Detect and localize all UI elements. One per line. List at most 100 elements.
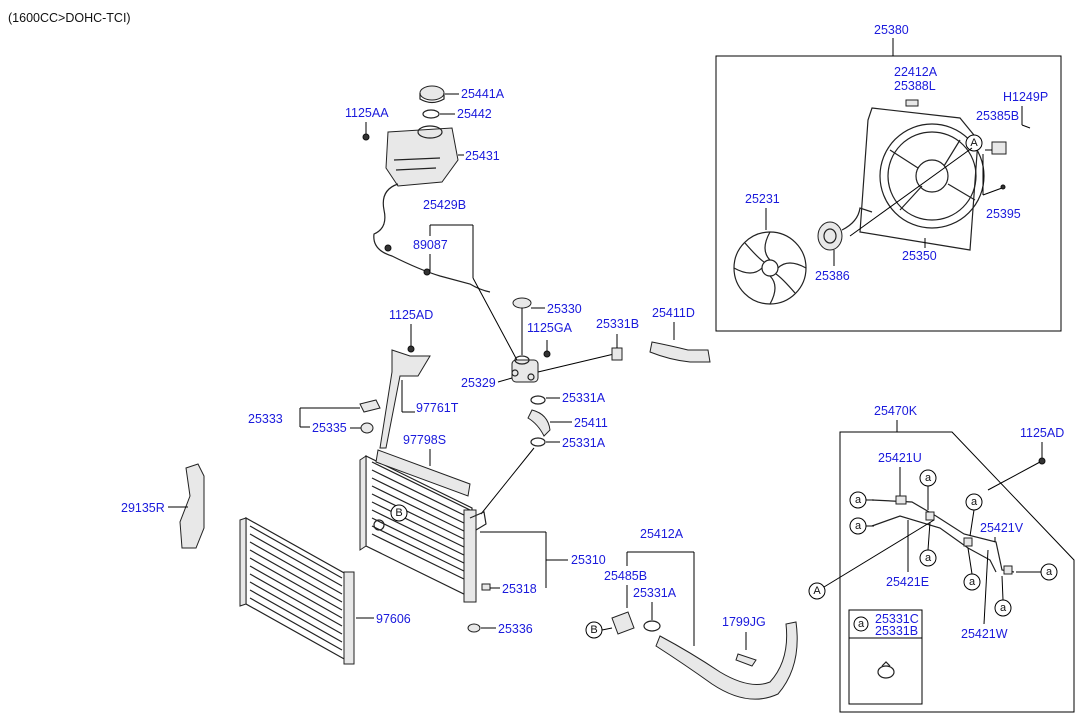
fan-shroud-part [859, 107, 985, 251]
ref-marker-A-cooler [808, 582, 826, 600]
label-25385B[interactable]: 25385B [976, 109, 1019, 123]
insulator-25336-part [467, 623, 481, 633]
upper-hose-part [649, 341, 711, 363]
label-25331A-top[interactable]: 25331A [562, 391, 606, 405]
label-29135R[interactable]: 29135R [121, 501, 165, 515]
clip-1799JG-part [735, 653, 757, 667]
cap-part [512, 297, 532, 309]
label-25388L[interactable]: 25388L [894, 79, 936, 93]
label-25421V[interactable]: 25421V [980, 521, 1024, 535]
label-25431[interactable]: 25431 [465, 149, 500, 163]
svg-text:a: a [855, 520, 862, 532]
label-25421U[interactable]: 25421U [878, 451, 922, 465]
label-97606[interactable]: 97606 [376, 612, 411, 626]
fan-assembly-frame [715, 55, 1062, 332]
label-25412A[interactable]: 25412A [640, 527, 684, 541]
label-1125GA[interactable]: 1125GA [527, 321, 573, 335]
ref-marker-A-fan [965, 134, 983, 152]
clamp-25331A-lower-part [530, 437, 546, 447]
label-25411[interactable]: 25411 [574, 416, 608, 430]
insulator-25333-part [359, 399, 381, 413]
label-1799JG[interactable]: 1799JG [722, 615, 766, 629]
clamp-25331A-part [530, 395, 546, 405]
label-97761T[interactable]: 97761T [416, 401, 459, 415]
label-25330[interactable]: 25330 [547, 302, 582, 316]
hose-25421U-part [871, 499, 1015, 573]
label-25421W[interactable]: 25421W [961, 627, 1008, 641]
label-97798S[interactable]: 97798S [403, 433, 446, 447]
svg-text:A: A [970, 137, 978, 149]
label-25318[interactable]: 25318 [502, 582, 537, 596]
fan-blade-part [733, 231, 807, 305]
label-1125AD[interactable]: 1125AD [389, 308, 433, 322]
label-25336[interactable]: 25336 [498, 622, 533, 636]
hose-25421E-part [871, 515, 997, 573]
thermostat-housing-part [511, 355, 539, 383]
radiator-bracket-part [379, 349, 431, 449]
ref-marker-a-inset [853, 616, 869, 632]
svg-text:B: B [590, 624, 597, 636]
ref-marker-B-radiator [390, 504, 408, 522]
svg-text:a: a [1046, 566, 1053, 578]
label-25485B[interactable]: 25485B [604, 569, 647, 583]
label-plate-part [905, 99, 919, 107]
label-25350[interactable]: 25350 [902, 249, 937, 263]
reservoir-cap-part [419, 85, 445, 104]
fitting-25485B-part [611, 611, 635, 635]
condenser-part [239, 516, 355, 665]
drain-plug-part [481, 583, 491, 591]
bracket-group: 1125AD 97761T 25333 25335 97798S [248, 308, 459, 466]
svg-text:a: a [925, 552, 932, 564]
label-H1249P[interactable]: H1249P [1003, 90, 1048, 104]
label-25386[interactable]: 25386 [815, 269, 850, 283]
label-25331B[interactable]: 25331B [596, 317, 639, 331]
screw-part [1000, 184, 1006, 190]
label-25335[interactable]: 25335 [312, 421, 347, 435]
resistor-part [991, 141, 1007, 155]
cooler-hose-group: 25470K 1125AD 25421U a a a a a a [808, 404, 1075, 713]
label-25411D[interactable]: 25411D [652, 306, 695, 320]
air-guard-29135R-part [179, 463, 205, 549]
engine-spec-title: (1600CC>DOHC-TCI) [8, 11, 131, 25]
label-25395[interactable]: 25395 [986, 207, 1021, 221]
fan-assembly-group: 25380 22412A 25388L H1249P 25385B A 2539… [715, 23, 1062, 332]
label-25441A[interactable]: 25441A [461, 87, 505, 101]
clamp-lower-part [643, 620, 661, 632]
lower-hose-part [655, 621, 798, 700]
reservoir-group: 25441A 25442 1125AA 25431 25429B 89087 [345, 85, 519, 363]
label-25421E[interactable]: 25421E [886, 575, 929, 589]
condenser-group: 29135R 97606 [121, 463, 411, 665]
svg-text:a: a [1000, 602, 1007, 614]
bolt-part [362, 133, 370, 141]
clamp-inset-box [848, 609, 923, 705]
cooler-hose-frame [839, 431, 1075, 713]
reservoir-tank-part [385, 125, 459, 187]
svg-text:a: a [925, 472, 932, 484]
svg-text:a: a [971, 496, 978, 508]
svg-text:a: a [858, 618, 865, 630]
reservoir-hose-part [373, 183, 491, 293]
air-guard-97798S-part [375, 449, 471, 497]
svg-text:a: a [855, 494, 862, 506]
label-1125AA[interactable]: 1125AA [345, 106, 389, 120]
label-25331A-mid[interactable]: 25331A [562, 436, 606, 450]
label-25333[interactable]: 25333 [248, 412, 283, 426]
label-25310[interactable]: 25310 [571, 553, 606, 567]
label-25231[interactable]: 25231 [745, 192, 780, 206]
label-25329[interactable]: 25329 [461, 376, 496, 390]
label-25331A-lower[interactable]: 25331A [633, 586, 677, 600]
svg-text:a: a [969, 576, 976, 588]
label-25470K[interactable]: 25470K [874, 404, 918, 418]
fan-motor-part [817, 207, 873, 251]
clamp-inset-part [877, 665, 895, 679]
label-25429B[interactable]: 25429B [423, 198, 466, 212]
hose-25411-part [527, 409, 551, 437]
label-25331B-inset[interactable]: 25331B [875, 624, 918, 638]
label-25380[interactable]: 25380 [874, 23, 909, 37]
label-25331C[interactable]: 25331C [875, 612, 919, 626]
label-89087[interactable]: 89087 [413, 238, 448, 252]
label-25442[interactable]: 25442 [457, 107, 492, 121]
label-1125AD-cooler[interactable]: 1125AD [1020, 426, 1064, 440]
label-22412A[interactable]: 22412A [894, 65, 938, 79]
